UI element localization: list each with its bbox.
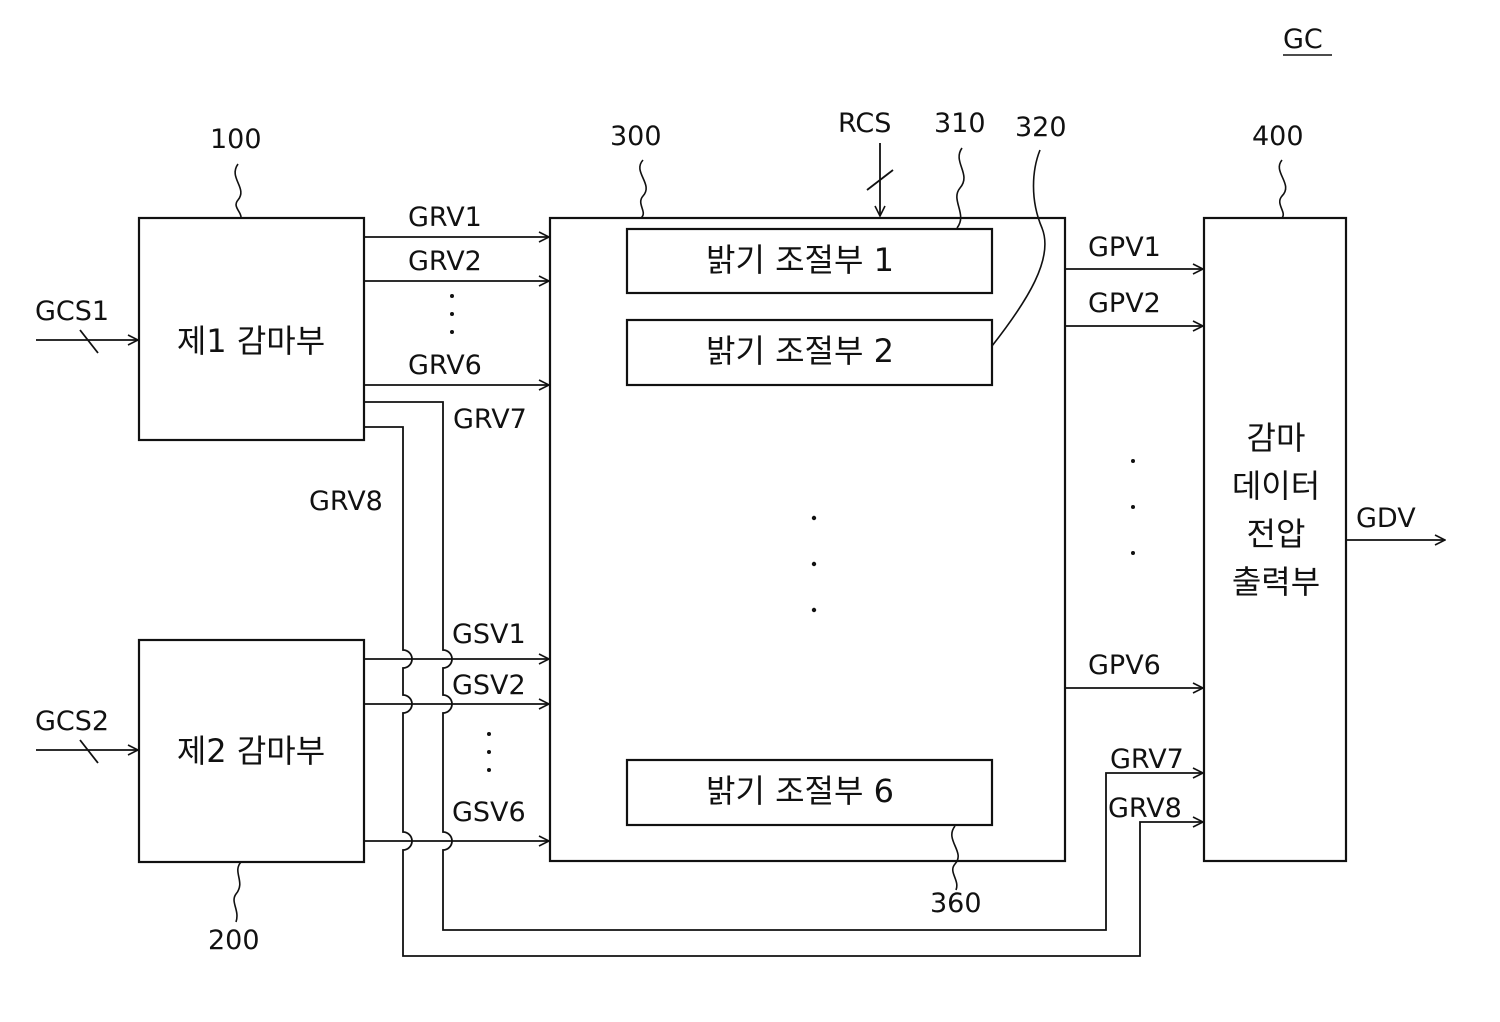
brightness-unit-2-label: 밝기 조절부 2 (706, 332, 894, 370)
first-gamma-ref-lead (235, 164, 241, 218)
gcs1-bus-slash (80, 330, 98, 353)
gsv6-label: GSV6 (452, 797, 526, 828)
brightness-unit-6-ref: 360 (930, 888, 982, 919)
gpv2-label: GPV2 (1088, 288, 1161, 319)
grv8-output-label: GRV8 (1108, 793, 1182, 824)
grv6-label: GRV6 (408, 350, 482, 381)
second-gamma-label: 제2 감마부 (177, 732, 325, 770)
grv1-label: GRV1 (408, 202, 482, 233)
first-gamma-label: 제1 감마부 (177, 322, 325, 360)
brightness-unit-6-label: 밝기 조절부 6 (706, 772, 894, 810)
second-gamma-ref-lead (234, 862, 241, 922)
gpv-ellipsis (1131, 459, 1135, 555)
rcs-label: RCS (838, 108, 891, 139)
brightness-unit-1-ref-lead (957, 148, 964, 228)
brightness-unit-2: 밝기 조절부 2 (627, 320, 992, 385)
grv8-label: GRV8 (309, 486, 383, 517)
gsv1-label: GSV1 (452, 619, 526, 650)
grv-ellipsis (450, 294, 454, 334)
gamma-output-block: 감마 데이터 전압 출력부 (1204, 218, 1346, 861)
gcs1-label: GCS1 (35, 296, 109, 327)
gamma-output-ref: 400 (1252, 121, 1304, 152)
gamma-output-line-2: 데이터 (1232, 467, 1320, 505)
gdv-label: GDV (1356, 503, 1416, 534)
figure-label: GC (1283, 24, 1323, 55)
grv7-output-label: GRV7 (1110, 744, 1184, 775)
gpv1-label: GPV1 (1088, 232, 1161, 263)
first-gamma-block: 제1 감마부 (139, 218, 364, 440)
brightness-unit-1: 밝기 조절부 1 (627, 229, 992, 293)
gcs2-label: GCS2 (35, 706, 109, 737)
gsv2-label: GSV2 (452, 670, 526, 701)
brightness-unit-6: 밝기 조절부 6 (627, 760, 992, 825)
brightness-unit-1-ref: 310 (934, 108, 986, 139)
brightness-unit-2-ref: 320 (1015, 112, 1067, 143)
gsv-ellipsis (487, 732, 491, 772)
brightness-unit-1-label: 밝기 조절부 1 (706, 241, 894, 279)
second-gamma-ref: 200 (208, 925, 260, 956)
gamma-output-ref-lead (1279, 160, 1285, 218)
brightness-adjust-ref-lead (640, 160, 646, 218)
grv2-label: GRV2 (408, 246, 482, 277)
first-gamma-ref: 100 (210, 124, 262, 155)
gcs2-bus-slash (80, 740, 98, 763)
gamma-output-line-4: 출력부 (1232, 563, 1320, 601)
second-gamma-block: 제2 감마부 (139, 640, 364, 862)
brightness-adjust-ref: 300 (610, 121, 662, 152)
gamma-output-line-3: 전압 (1247, 515, 1306, 553)
gamma-output-line-1: 감마 (1247, 419, 1306, 457)
gpv6-label: GPV6 (1088, 650, 1161, 681)
grv7-label: GRV7 (453, 404, 527, 435)
